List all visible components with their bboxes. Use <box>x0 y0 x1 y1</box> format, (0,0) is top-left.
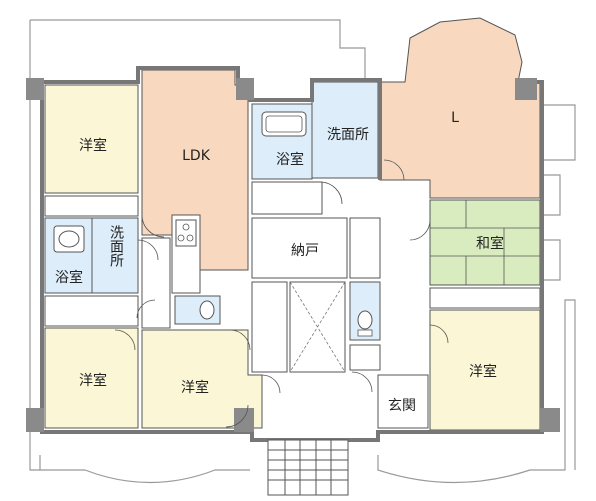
bay-window-right-top <box>540 104 576 161</box>
label-japanese: 和室 <box>476 235 504 252</box>
label-western-nw: 洋室 <box>79 137 107 154</box>
toilet-mid-icon <box>357 310 373 330</box>
balcony-outlines <box>29 19 576 484</box>
door-s <box>229 329 251 351</box>
column-se <box>540 408 560 432</box>
door-entrance <box>351 371 373 393</box>
door-hall <box>319 181 343 205</box>
room-japanese <box>429 199 541 286</box>
label-bath-left: 浴室 <box>55 269 83 286</box>
door-s-2 <box>225 404 249 428</box>
label-entrance: 玄関 <box>388 397 416 414</box>
door-bed-sw <box>136 299 156 319</box>
bathtub-icon <box>261 111 307 137</box>
label-washroom-left: 洗面所 <box>108 225 124 267</box>
column-s <box>234 408 254 432</box>
stairs-frame <box>267 439 349 496</box>
columns <box>26 78 560 432</box>
burner-a <box>182 223 190 231</box>
balcony-bottom-left <box>39 455 250 484</box>
shoe-cabinet <box>349 344 381 371</box>
shaft <box>289 281 346 373</box>
room-fills <box>44 17 541 431</box>
shaft-cross-b <box>289 281 346 373</box>
stairs-icon <box>267 439 349 496</box>
burner-b <box>177 234 185 242</box>
balcony-left-line <box>29 20 40 471</box>
door-ldk <box>141 214 165 238</box>
washbasin-icon <box>53 225 85 253</box>
stove-icon <box>175 219 197 247</box>
door-sw <box>114 329 136 351</box>
label-ldk: LDK <box>182 148 211 164</box>
bay-window-right-low <box>540 239 561 281</box>
door-se <box>429 324 449 344</box>
room-washroom-left <box>91 217 139 294</box>
label-storage: 納戸 <box>291 243 319 259</box>
room-entrance <box>377 374 429 429</box>
door-wash-left <box>137 239 159 261</box>
door-japanese <box>409 219 431 241</box>
fixtures <box>53 111 373 337</box>
bathtub-inner <box>265 115 303 133</box>
bay-window-right-mid <box>540 174 561 216</box>
column-sw <box>26 408 44 432</box>
closet-sw <box>44 295 139 327</box>
label-western-se: 洋室 <box>469 363 497 380</box>
room-western-nw <box>44 84 139 194</box>
label-western-sw: 洋室 <box>79 372 107 389</box>
room-labels: 洋室 LDK 浴室 洗面所 L 洗面所 浴室 納戸 和室 洋室 洋室 洋室 玄関 <box>55 110 504 414</box>
room-storage <box>251 217 348 279</box>
toilet-icon <box>199 300 215 320</box>
closet-nw <box>44 195 139 217</box>
toilet-tank <box>357 329 373 337</box>
closet-hall <box>251 181 323 215</box>
room-living <box>379 17 541 199</box>
room-western-sw <box>44 327 139 429</box>
label-western-s: 洋室 <box>181 379 209 396</box>
burner-c <box>186 234 194 242</box>
washbasin-bowl <box>58 230 80 248</box>
closet-mid <box>251 281 288 373</box>
doors <box>114 159 449 428</box>
balcony-bottom-right <box>377 299 576 484</box>
column-ne <box>515 78 537 100</box>
closet-right <box>349 217 381 279</box>
tatami-lines <box>430 200 540 285</box>
hall-west <box>141 237 171 329</box>
label-washroom-top: 洗面所 <box>327 127 369 143</box>
label-living: L <box>451 110 459 126</box>
label-bath-top: 浴室 <box>276 151 304 168</box>
door-hall-south <box>261 374 281 394</box>
column-n <box>236 78 254 100</box>
door-living <box>383 159 405 181</box>
closet-se <box>429 287 541 309</box>
column-nw <box>26 78 44 100</box>
balcony-top-line <box>30 19 366 80</box>
